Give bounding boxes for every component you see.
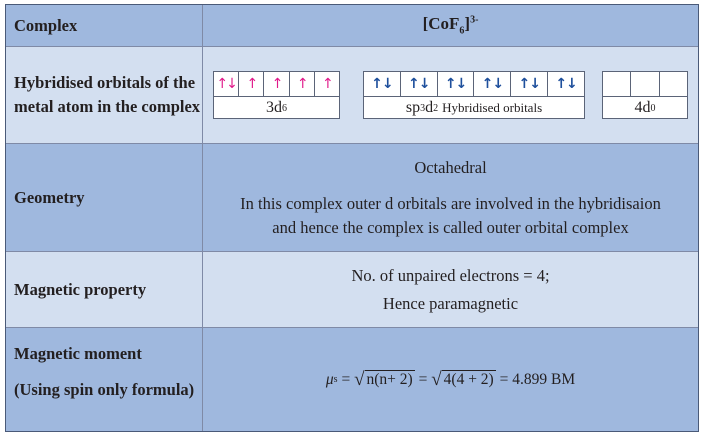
- orbital-box: ↑↓: [438, 72, 475, 96]
- orbital-box: [631, 72, 660, 96]
- orbital-box: ↑: [290, 72, 315, 96]
- orbital-box: ↑: [264, 72, 290, 96]
- electron-arrow: ↑↓: [481, 76, 504, 92]
- geometry-shape: Octahedral: [414, 158, 487, 177]
- header-complex-label: Complex: [6, 5, 203, 46]
- electron-arrow: ↑↓: [408, 76, 430, 92]
- magnetic-property-row: Magnetic property No. of unpaired electr…: [6, 252, 698, 328]
- hybrid-row: Hybridised orbitals of the metal atom in…: [6, 47, 698, 144]
- radicand-1: n(n+ 2): [364, 370, 415, 388]
- hybrid-label: Hybridised orbitals of the metal atom in…: [6, 47, 203, 143]
- electron-arrow: ↑: [296, 76, 309, 92]
- electron-arrow: ↑↓: [555, 76, 577, 92]
- orbital-box: ↑↓: [214, 72, 240, 96]
- electron-arrow: ↑↓: [371, 76, 393, 92]
- header-formula: [CoF6]3-: [422, 14, 479, 37]
- orbital-box: ↑↓: [401, 72, 438, 96]
- orbital-box: [603, 72, 632, 96]
- electron-arrow: ↑↓: [518, 76, 540, 92]
- magnetic-property-label: Magnetic property: [6, 252, 203, 327]
- electron-arrow: ↑↓: [216, 76, 238, 92]
- electron-arrow: ↑: [322, 76, 334, 92]
- radicand-2: 4(4 + 2): [441, 370, 496, 388]
- orbital-box: ↑↓: [364, 72, 401, 96]
- moment-result: = 4.899 BM: [495, 370, 576, 388]
- unpaired-electrons-text: No. of unpaired electrons = 4;: [351, 266, 550, 285]
- orbital-box: ↑↓: [511, 72, 549, 96]
- electron-arrow: ↑: [271, 76, 284, 92]
- orbital-box: ↑: [239, 72, 265, 96]
- complex-table: Complex [CoF6]3- Hybridised orbitals of …: [5, 4, 699, 432]
- magnetic-moment-title: Magnetic moment: [14, 344, 142, 363]
- header-row: Complex [CoF6]3-: [6, 5, 698, 47]
- geometry-line2: and hence the complex is called outer or…: [272, 218, 629, 237]
- paramagnetic-text: Hence paramagnetic: [382, 294, 519, 313]
- orbital-box: [660, 72, 687, 96]
- orbital-boxes-sp3d2: ↑↓ ↑↓ ↑↓ ↑↓ ↑↓ ↑↓: [364, 72, 584, 97]
- orbital-boxes-4d: [603, 72, 687, 97]
- mu-symbol: μ: [325, 370, 334, 388]
- orbital-box: ↑↓: [548, 72, 584, 96]
- geometry-row: Geometry Octahedral In this complex oute…: [6, 144, 698, 252]
- orbital-box: ↑↓: [474, 72, 512, 96]
- geometry-content: Octahedral In this complex outer d orbit…: [203, 144, 698, 251]
- magnetic-moment-row: Magnetic moment (Using spin only formula…: [6, 328, 698, 431]
- electron-arrow: ↑↓: [444, 76, 467, 92]
- spin-only-note: (Using spin only formula): [14, 380, 195, 399]
- magnetic-property-content: No. of unpaired electrons = 4; Hence par…: [203, 252, 698, 327]
- magnetic-moment-label: Magnetic moment (Using spin only formula…: [6, 328, 203, 431]
- geometry-label: Geometry: [6, 144, 203, 251]
- orbital-boxes-3d: ↑↓ ↑ ↑ ↑ ↑: [214, 72, 339, 97]
- orbital-box: ↑: [315, 72, 339, 96]
- electron-arrow: ↑: [246, 76, 258, 92]
- geometry-line1: In this complex outer d orbitals are inv…: [240, 194, 661, 213]
